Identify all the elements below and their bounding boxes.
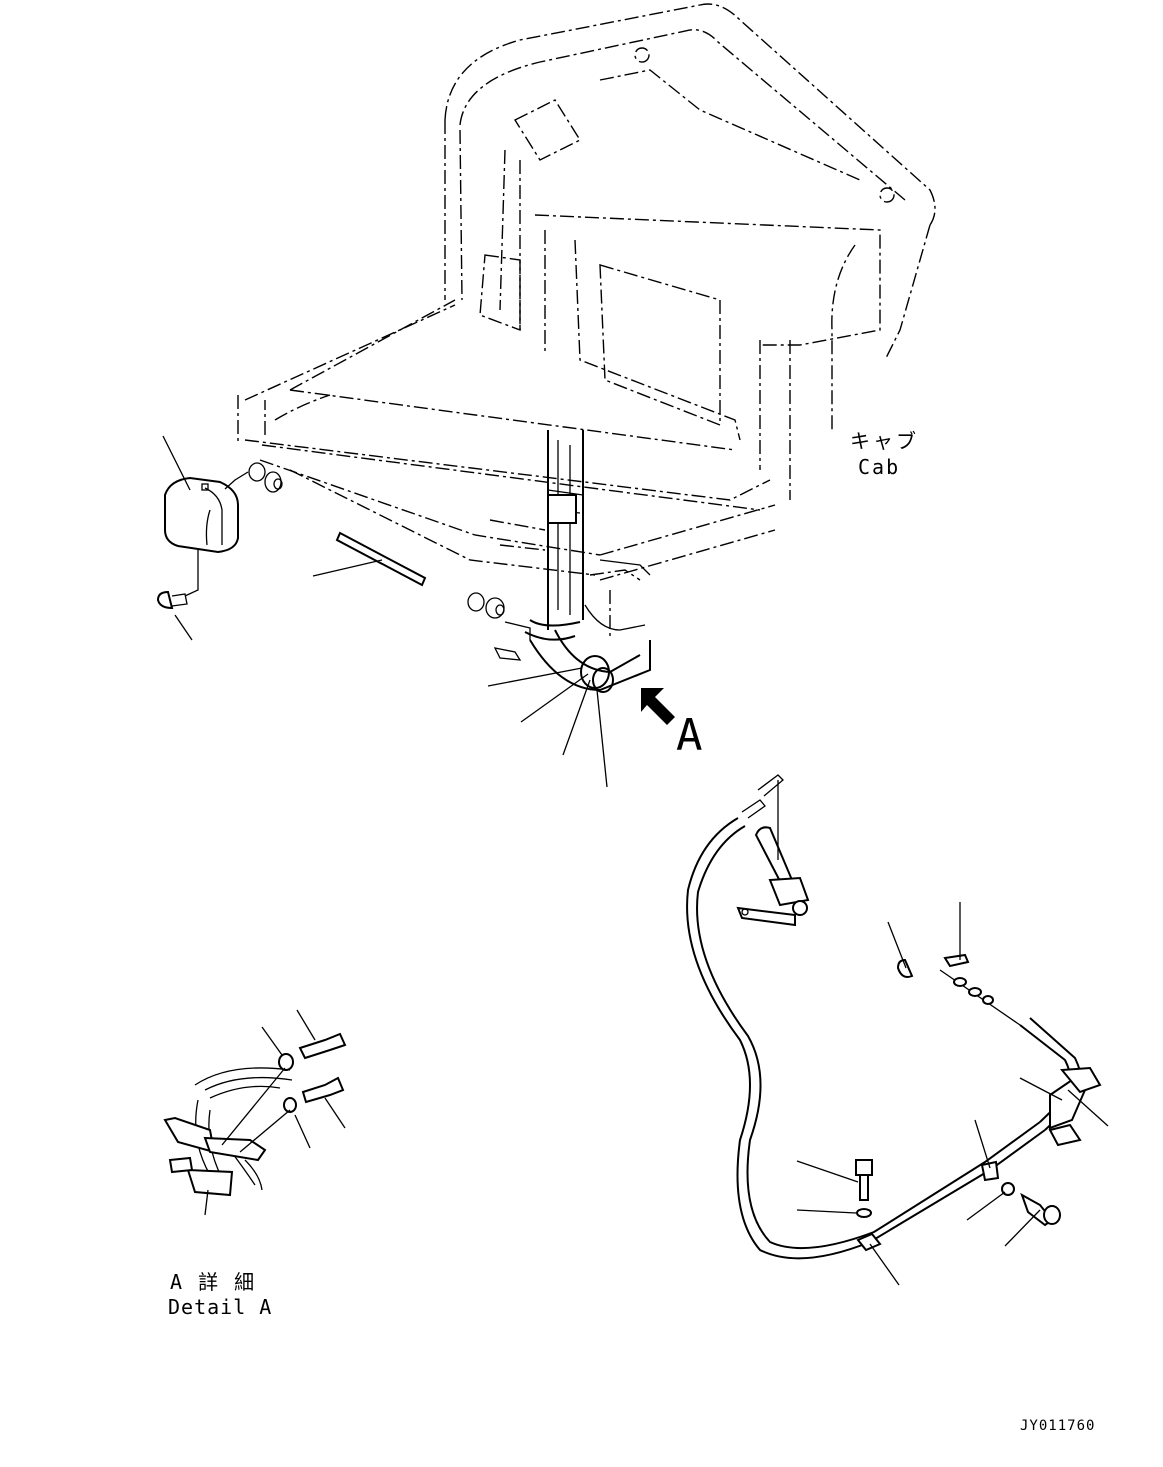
leader-lines-cable: [796, 902, 1109, 1286]
cab-label-en: Cab: [858, 455, 900, 479]
cable-clamps: [856, 953, 1000, 1252]
control-lever: [736, 774, 810, 927]
detail-a-label-jp: A 詳 細: [170, 1270, 256, 1294]
detail-a-label-en: Detail A: [168, 1295, 272, 1319]
mount-brackets: [248, 462, 505, 619]
cover-strip: [335, 531, 427, 587]
horn-screw: [156, 548, 199, 610]
detail-a-harness: [163, 1067, 293, 1197]
cab-label-jp: キャブ: [850, 429, 919, 453]
cable-bolts: [855, 1159, 1061, 1227]
detail-a-bolts: [278, 1032, 347, 1113]
view-a-arrow: [641, 688, 675, 725]
control-cable: [686, 817, 1102, 1260]
horn-box: [164, 476, 239, 554]
leader-lines-upper: [162, 435, 608, 788]
main-harness: [493, 430, 651, 693]
cab-phantom-outline: [237, 3, 936, 640]
leader-lines-detail: [204, 1009, 346, 1216]
drawing-number: JY011760: [1020, 1418, 1095, 1434]
view-a-label: A: [676, 710, 703, 761]
